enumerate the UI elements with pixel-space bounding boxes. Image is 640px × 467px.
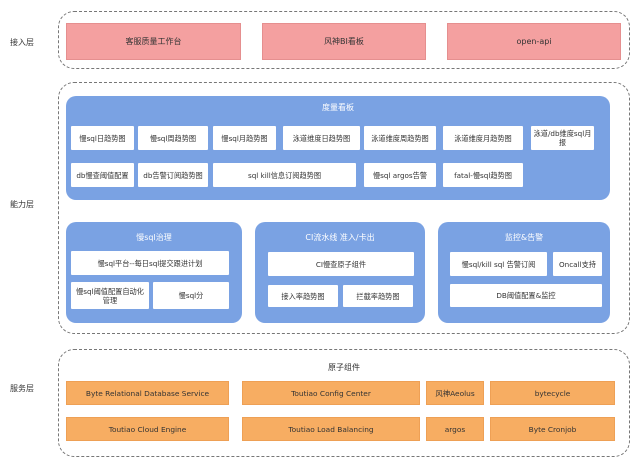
monitor-item: Oncall支持 [553, 252, 602, 276]
dashboard-item: fatal-慢sql趋势图 [443, 163, 523, 187]
dashboard-item: 慢sql月趋势图 [213, 126, 276, 150]
ci-item: 接入率趋势图 [268, 285, 338, 307]
ci-title: CI流水线 准入/卡出 [305, 233, 375, 242]
dashboard-title: 度量看板 [322, 103, 354, 112]
atomic-component: argos [426, 417, 484, 441]
layer-label-service: 服务层 [10, 384, 34, 393]
dashboard-item: db告警订阅趋势图 [138, 163, 208, 187]
dashboard-item: 慢sql周趋势图 [138, 126, 208, 150]
access-item-bi-board: 风神BI看板 [262, 23, 426, 60]
atomic-component: 风神Aeolus [426, 381, 484, 405]
monitor-title: 监控&告警 [504, 233, 544, 242]
dashboard-item: 泳道维度月趋势图 [443, 126, 523, 150]
dashboard-item: sql kill信息订阅趋势图 [213, 163, 356, 187]
atomic-component: Toutiao Cloud Engine [66, 417, 229, 441]
dashboard-item: 泳道维度日趋势图 [283, 126, 360, 150]
atomic-component: Toutiao Config Center [242, 381, 420, 405]
governance-item: 慢sql阈值配置自动化管理 [71, 282, 149, 309]
layer-label-capability: 能力层 [10, 200, 34, 209]
dashboard-item: 慢sql日趋势图 [71, 126, 134, 150]
atomic-component: bytecycle [490, 381, 615, 405]
governance-title: 慢sql治理 [136, 233, 172, 242]
atomic-component: Byte Relational Database Service [66, 381, 229, 405]
atomic-components-title: 原子组件 [328, 363, 360, 372]
dashboard-item: db慢查阈值配置 [71, 163, 134, 187]
access-layer-container [58, 11, 630, 69]
monitor-item: DB阈值配置&监控 [450, 284, 602, 307]
dashboard-item: 泳道/db维度sql月报 [531, 126, 594, 150]
layer-label-access: 接入层 [10, 38, 34, 47]
dashboard-item: 慢sql argos告警 [364, 163, 436, 187]
monitor-item: 慢sql/kill sql 告警订阅 [450, 252, 547, 276]
dashboard-item: 泳道维度周趋势图 [364, 126, 436, 150]
access-item-open-api: open-api [447, 23, 621, 60]
ci-item: CI慢查原子组件 [268, 252, 414, 276]
atomic-component: Toutiao Load Balancing [242, 417, 420, 441]
ci-item: 拦截率趋势图 [343, 285, 413, 307]
capability-layer-container [58, 82, 630, 334]
access-item-service-quality: 客服质量工作台 [66, 23, 241, 60]
atomic-component: Byte Cronjob [490, 417, 615, 441]
governance-item: 慢sql分 [153, 282, 229, 309]
service-layer-container [58, 349, 630, 457]
governance-item: 慢sql平台--每日sql提交跟进计划 [71, 251, 229, 275]
